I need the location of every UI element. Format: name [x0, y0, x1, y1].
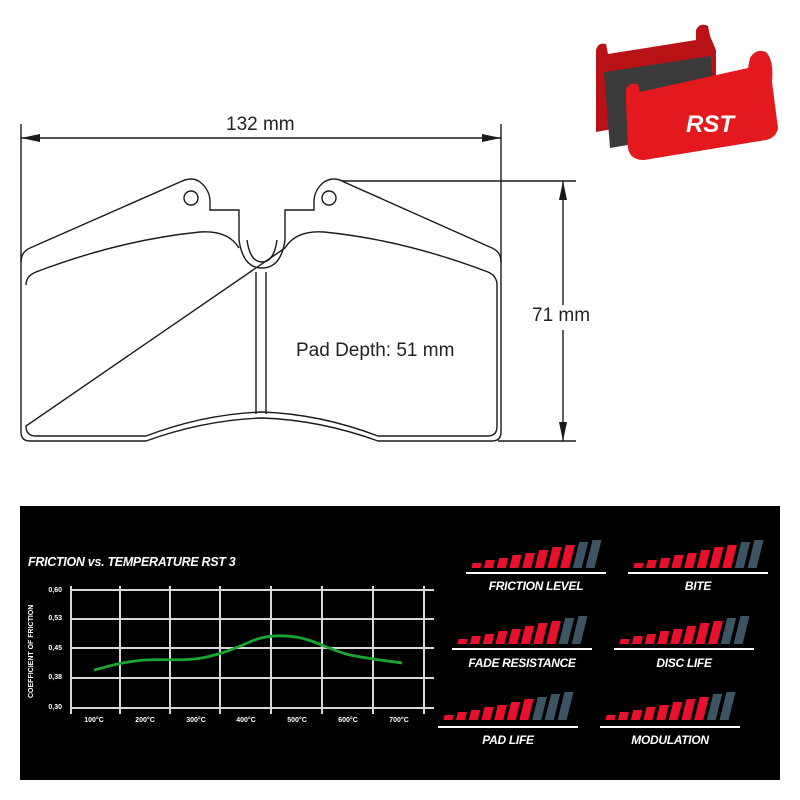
rating-segment-inactive	[719, 691, 736, 720]
rating-segment-active	[481, 707, 494, 720]
y-tick: 0,53	[48, 615, 62, 622]
width-dimension-label: 132 mm	[226, 114, 295, 135]
rating-label: DISC LIFE	[656, 656, 712, 670]
rating-segment-inactive	[557, 691, 574, 720]
rating-segment-active	[547, 547, 562, 568]
x-tick: 100°C	[84, 717, 104, 724]
rating-segment-active	[681, 699, 696, 720]
rating-bars	[452, 614, 592, 644]
rating-friction-level: FRICTION LEVEL	[466, 538, 606, 593]
rating-segment-active	[519, 699, 534, 720]
rating-segment-active	[520, 626, 535, 644]
rating-bars	[600, 690, 740, 720]
rating-label: FRICTION LEVEL	[488, 579, 584, 593]
rating-segment-active	[696, 550, 711, 568]
rating-bars	[628, 538, 768, 568]
rating-segment-active	[657, 631, 670, 644]
chart-title: FRICTION vs. TEMPERATURE RST 3	[28, 555, 236, 569]
rating-segment-active	[508, 628, 521, 644]
rating-bars	[466, 538, 606, 568]
y-axis-label: COEFFICIENT OF FRICTION	[28, 604, 35, 698]
rating-segment-active	[695, 623, 710, 644]
x-tick: 300°C	[186, 717, 206, 724]
x-tick: 200°C	[135, 717, 155, 724]
x-tick: 400°C	[236, 717, 256, 724]
height-dimension-label: 71 mm	[532, 305, 591, 326]
friction-curve	[93, 634, 403, 672]
rating-segment-inactive	[733, 615, 750, 644]
rating-segment-active	[633, 563, 644, 568]
rating-fade-resistance: FADE RESISTANCE	[452, 614, 592, 670]
rating-segment-active	[619, 639, 630, 644]
rating-segment-active	[605, 715, 616, 720]
rating-segment-active	[656, 704, 669, 720]
rating-segment-active	[534, 550, 549, 568]
rating-segment-active	[484, 560, 495, 568]
y-tick: 0,30	[48, 704, 62, 711]
rating-pad-life: PAD LIFE	[438, 690, 578, 747]
brake-pad-technical-drawing	[20, 124, 576, 442]
rating-label: MODULATION	[631, 733, 709, 747]
rating-segment-active	[658, 557, 671, 568]
rating-segment-active	[457, 639, 468, 644]
rating-segment-active	[468, 709, 481, 720]
y-tick: 0,38	[48, 674, 62, 681]
rating-segment-active	[496, 557, 509, 568]
rating-segment-inactive	[571, 615, 588, 644]
performance-panel: FRICTION vs. TEMPERATURE RST 3 COEFFICIE…	[20, 506, 780, 780]
rating-bars	[614, 614, 754, 644]
rating-segment-active	[618, 712, 629, 720]
rating-segment-active	[509, 555, 522, 568]
rating-segment-active	[682, 626, 697, 644]
rating-modulation: MODULATION	[600, 690, 740, 747]
rating-segment-inactive	[747, 539, 764, 568]
rating-segment-active	[522, 552, 535, 568]
rating-segment-active	[684, 552, 697, 568]
pad-depth-label: Pad Depth: 51 mm	[296, 340, 455, 361]
x-tick: 700°C	[389, 717, 409, 724]
rating-segment-inactive	[585, 539, 602, 568]
rating-segment-active	[668, 702, 683, 720]
rating-segment-active	[533, 623, 548, 644]
rating-label: BITE	[684, 579, 712, 593]
rating-label: FADE RESISTANCE	[468, 656, 576, 670]
y-tick: 0,45	[48, 645, 62, 652]
friction-chart-plot	[70, 586, 434, 714]
x-tick: 500°C	[287, 717, 307, 724]
rating-segment-active	[470, 636, 481, 644]
rating-segment-active	[670, 628, 683, 644]
rating-segment-active	[630, 709, 643, 720]
rating-segment-active	[643, 707, 656, 720]
rating-segment-active	[671, 555, 684, 568]
rating-segment-active	[443, 715, 454, 720]
rating-segment-active	[471, 563, 482, 568]
rating-segment-active	[506, 702, 521, 720]
rating-segment-active	[482, 633, 495, 644]
rating-segment-active	[709, 547, 724, 568]
rating-segment-active	[495, 631, 508, 644]
rating-segment-active	[494, 704, 507, 720]
rating-segment-active	[644, 633, 657, 644]
rating-segment-active	[632, 636, 643, 644]
rating-segment-active	[456, 712, 467, 720]
rst-logo: RST	[686, 111, 736, 138]
brake-pad-product-image: RST	[596, 24, 778, 160]
rating-label: PAD LIFE	[482, 733, 534, 747]
rating-bite: BITE	[628, 538, 768, 593]
rating-bars	[438, 690, 578, 720]
rating-segment-active	[646, 560, 657, 568]
rating-disc-life: DISC LIFE	[614, 614, 754, 670]
x-tick: 600°C	[338, 717, 358, 724]
y-tick: 0,60	[48, 587, 62, 594]
